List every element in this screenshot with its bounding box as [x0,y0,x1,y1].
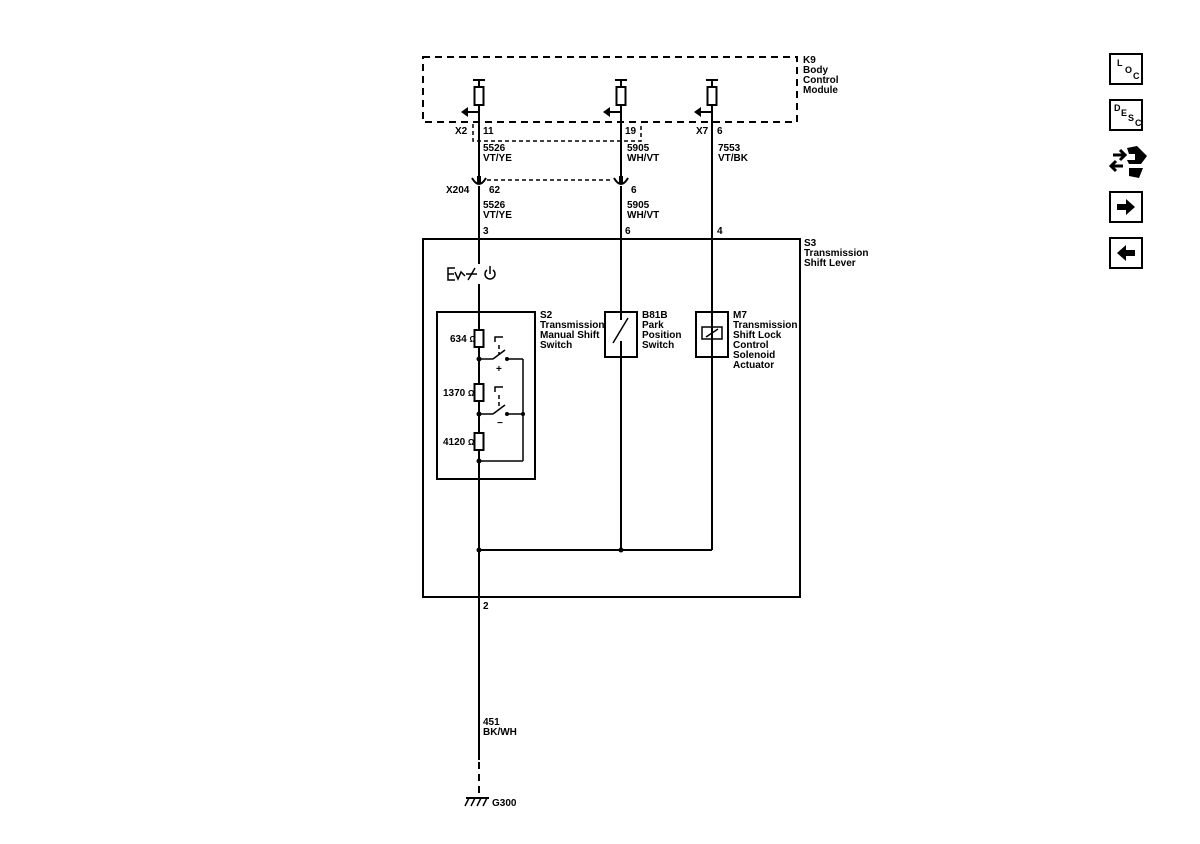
s2-transmission-manual-shift-switch[interactable]: S2 Transmission Manual Shift Switch [436,310,604,480]
s2-id: S2 [540,310,553,321]
connector-x7-label: X7 [696,126,709,137]
previous-page-button[interactable] [1109,237,1143,269]
s2-name-line-1: Transmission [540,320,604,331]
connector-x204-label: X204 [446,185,470,196]
k9-internal-circuit-1 [461,79,485,118]
connector-x204[interactable] [471,176,629,185]
wire-5526-circuit-upper: 5526 [483,143,506,154]
ground-label: G300 [492,798,517,809]
b81b-name-line-1: Park [642,320,664,331]
pin-x204-6: 6 [631,185,637,196]
wire-5526-color-lower: VT/YE [483,210,512,221]
k9-body-control-module[interactable]: K9 Body Control Module [422,55,839,123]
connector-end-view-icon [1108,146,1147,178]
m7-name-line-4: Solenoid [733,350,775,361]
upshift-switch-contact: + [476,336,524,461]
pin-x7-6: 6 [717,126,723,137]
connector-x2-label: X2 [455,126,468,137]
s3-id: S3 [804,238,817,249]
plus-mark: + [496,364,502,375]
k9-internal-circuit-3 [694,79,718,118]
m7-shift-lock-solenoid-actuator[interactable]: M7 Transmission Shift Lock Control Solen… [695,310,797,371]
arrow-right-icon [1117,199,1135,215]
pin-x2-19: 19 [625,126,637,137]
k9-name-line-3: Module [803,85,838,96]
connector-x2-outline [472,124,642,142]
pin-s3-4: 4 [717,226,723,237]
pin-s3-3: 3 [483,226,489,237]
m7-name-line-5: Actuator [733,360,774,371]
pin-x204-62: 62 [489,185,501,196]
resistor-4120: 4120 Ω [443,432,485,451]
k9-id: K9 [803,55,816,66]
resistor-1370: 1370 Ω [443,383,485,402]
m7-name-line-1: Transmission [733,320,797,331]
next-page-button[interactable] [1109,191,1143,223]
wire-7553-circuit: 7553 [718,143,741,154]
m7-name-line-2: Shift Lock [733,330,782,341]
wire-5905-color-lower: WH/VT [627,210,659,221]
k9-internal-circuit-2 [603,79,627,118]
b81b-id: B81B [642,310,668,321]
wire-5526-circuit-lower: 5526 [483,200,506,211]
arrow-left-icon [1117,245,1135,261]
description-button[interactable]: D E S C [1109,99,1143,131]
k9-name-line-2: Control [803,75,839,86]
location-button[interactable]: L O C [1109,53,1143,85]
b81b-park-position-switch[interactable]: B81B Park Position Switch [604,310,681,358]
svg-text:4120 Ω: 4120 Ω [443,437,475,448]
ground-g300-icon[interactable] [464,797,489,807]
pin-s3-6: 6 [625,226,631,237]
pin-s3-2: 2 [483,601,489,612]
svg-text:634 Ω: 634 Ω [450,334,476,345]
resistor-634-value: 634 [450,334,467,345]
downshift-switch-contact: − [476,386,525,429]
resistor-634: 634 Ω [450,329,485,348]
minus-mark: − [497,418,503,429]
pin-x2-11: 11 [483,126,494,137]
wire-5905-circuit-upper: 5905 [627,143,650,154]
b81b-name-line-3: Switch [642,340,674,351]
wire-451-color: BK/WH [483,727,517,738]
b81b-name-line-2: Position [642,330,681,341]
wire-5526-color-upper: VT/YE [483,153,512,164]
k9-name-line-1: Body [803,65,828,76]
s3-name-line-2: Shift Lever [804,258,856,269]
resistor-4120-value: 4120 [443,437,466,448]
wire-7553-color: VT/BK [718,153,749,164]
wire-451-circuit: 451 [483,717,500,728]
svg-text:1370 Ω: 1370 Ω [443,388,475,399]
s2-name-line-3: Switch [540,340,572,351]
s2-name-line-2: Manual Shift [540,330,600,341]
esd-sensitive-icon [447,266,496,281]
resistor-1370-value: 1370 [443,388,466,399]
s3-transmission-shift-lever[interactable]: S3 Transmission Shift Lever [422,238,868,598]
wire-5905-color-upper: WH/VT [627,153,659,164]
m7-id: M7 [733,310,747,321]
m7-name-line-3: Control [733,340,769,351]
wire-5905-circuit-lower: 5905 [627,200,650,211]
connector-end-view-button[interactable] [1107,142,1147,182]
s3-name-line-1: Transmission [804,248,868,259]
